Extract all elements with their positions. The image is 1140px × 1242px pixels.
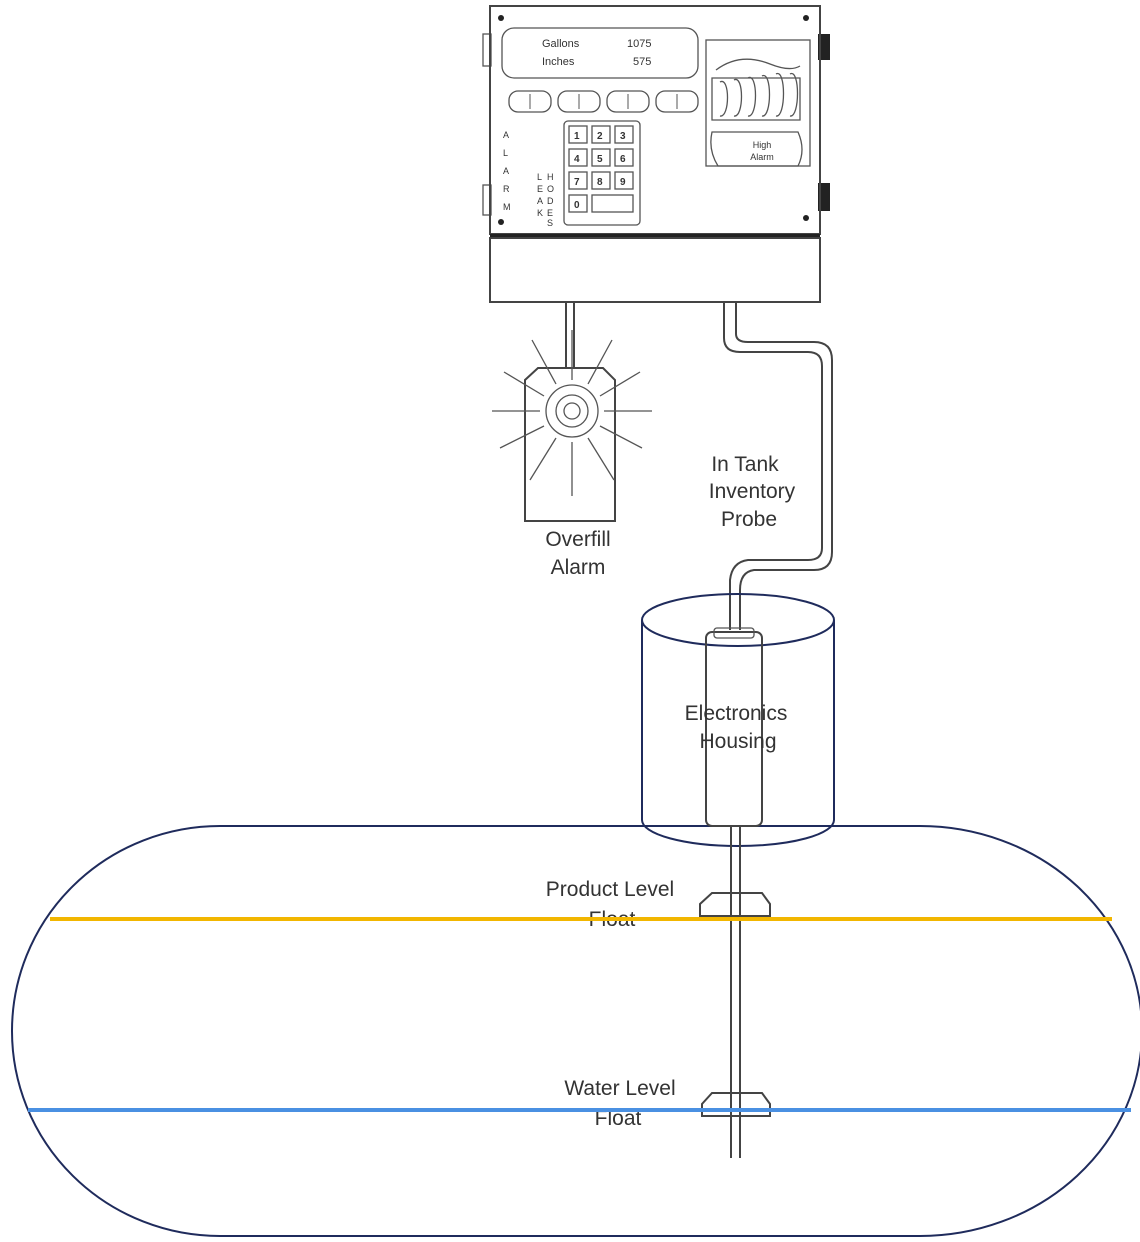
svg-text:M: M — [503, 202, 511, 212]
housing-label-line1: Electronics — [685, 702, 788, 725]
svg-text:L: L — [537, 172, 542, 182]
svg-text:2: 2 — [597, 131, 603, 142]
svg-text:7: 7 — [574, 177, 580, 188]
key-2[interactable]: 2 — [591, 125, 611, 144]
svg-text:0: 0 — [574, 200, 580, 211]
svg-text:4: 4 — [574, 154, 580, 165]
high-alarm-printer: High Alarm — [705, 39, 811, 167]
high-alarm-tag — [710, 131, 803, 167]
svg-text:A: A — [503, 166, 509, 176]
key-enter[interactable] — [591, 194, 634, 213]
overfill-alarm-label-line2: Alarm — [551, 556, 606, 579]
svg-text:L: L — [503, 148, 508, 158]
svg-text:S: S — [547, 218, 553, 228]
svg-text:9: 9 — [620, 177, 626, 188]
svg-text:6: 6 — [620, 154, 626, 165]
lcd-display — [501, 27, 699, 79]
key-7[interactable]: 7 — [568, 171, 588, 190]
high-alarm-line1: High — [753, 140, 772, 150]
console-lower-panel — [489, 237, 821, 303]
alarm-label: A L A R M — [503, 130, 511, 212]
electronics-housing — [641, 593, 835, 847]
svg-text:E: E — [537, 184, 543, 194]
svg-text:3: 3 — [620, 131, 626, 142]
svg-text:5: 5 — [597, 154, 603, 165]
function-button-3[interactable] — [606, 90, 650, 113]
svg-text:O: O — [547, 184, 554, 194]
water-level-float — [701, 1092, 771, 1117]
svg-text:E: E — [547, 208, 553, 218]
water-float-label-line2: Float — [595, 1107, 642, 1130]
probe-cable — [723, 302, 823, 630]
tank-gauge-console: Gallons 1075 Inches 575 A L A R M L E A … — [482, 5, 830, 303]
svg-text:8: 8 — [597, 177, 603, 188]
high-alarm-line2: Alarm — [750, 152, 774, 162]
svg-text:H: H — [547, 172, 554, 182]
key-6[interactable]: 6 — [614, 148, 634, 167]
probe-label-line2: Inventory — [709, 480, 796, 503]
key-0[interactable]: 0 — [568, 194, 588, 213]
svg-text:A: A — [537, 196, 543, 206]
product-level-float — [699, 892, 771, 917]
display-gallons-label: Gallons — [542, 38, 580, 50]
svg-text:1: 1 — [574, 131, 580, 142]
overfill-alarm-label-line1: Overfill — [545, 528, 610, 551]
key-8[interactable]: 8 — [591, 171, 611, 190]
product-float-label-line1: Product Level — [546, 878, 674, 901]
svg-text:K: K — [537, 208, 543, 218]
svg-text:D: D — [547, 196, 554, 206]
key-4[interactable]: 4 — [568, 148, 588, 167]
display-gallons-value: 1075 — [627, 38, 651, 50]
display-inches-value: 575 — [633, 56, 651, 68]
leak-modes-label: L E A K H O D E S — [537, 172, 554, 228]
probe-head — [705, 631, 763, 827]
housing-label-line2: Housing — [699, 730, 776, 753]
function-button-4[interactable] — [655, 90, 699, 113]
probe-label-line3: Probe — [721, 508, 777, 531]
svg-text:A: A — [503, 130, 509, 140]
alarm-light-rays — [492, 330, 652, 496]
storage-tank — [11, 825, 1140, 1237]
key-5[interactable]: 5 — [591, 148, 611, 167]
function-button-1[interactable] — [508, 90, 552, 113]
key-1[interactable]: 1 — [568, 125, 588, 144]
overfill-alarm — [492, 330, 652, 522]
keypad: 1 2 3 4 5 6 7 8 9 0 — [563, 120, 641, 226]
probe-label-line1: In Tank — [711, 453, 779, 476]
key-9[interactable]: 9 — [614, 171, 634, 190]
function-button-2[interactable] — [557, 90, 601, 113]
svg-text:R: R — [503, 184, 510, 194]
display-inches-label: Inches — [542, 56, 575, 68]
key-3[interactable]: 3 — [614, 125, 634, 144]
water-float-label-line1: Water Level — [564, 1077, 675, 1100]
